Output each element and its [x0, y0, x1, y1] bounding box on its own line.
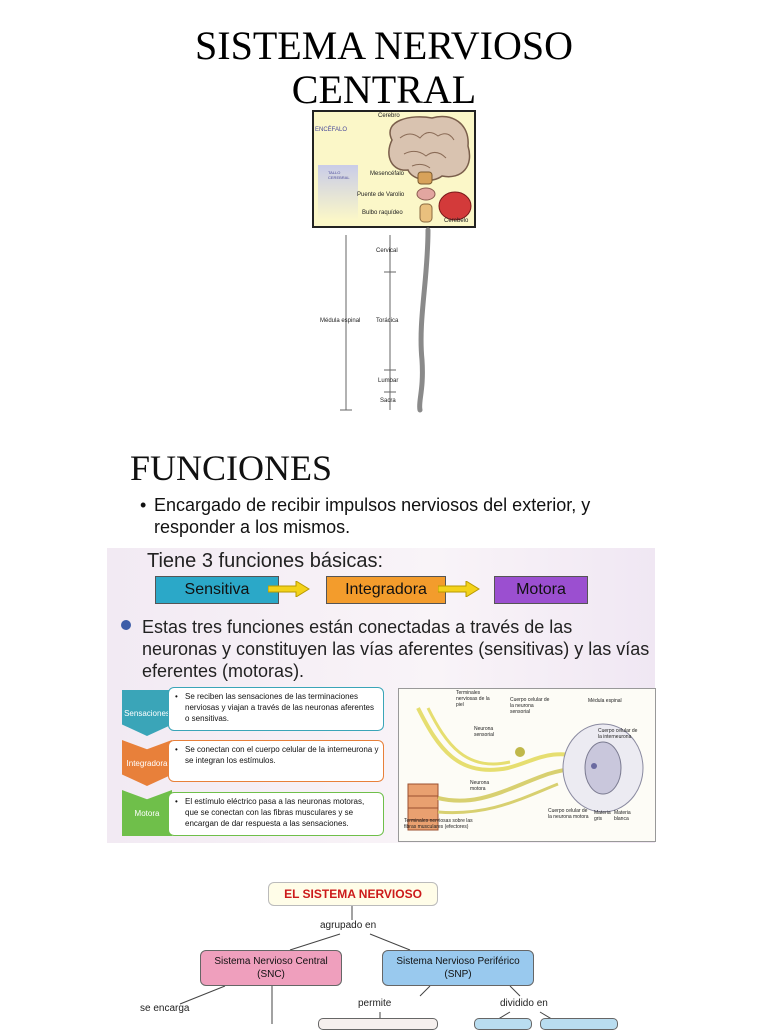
description-text: Se conectan con el cuerpo celular de la … — [185, 745, 379, 765]
snc-abbrev: (SNC) — [257, 969, 285, 980]
arrow-right-icon — [268, 581, 310, 597]
functions-title: FUNCIONES — [130, 448, 333, 488]
function-box-motora: Motora — [494, 576, 588, 604]
chevron-sensaciones: Sensaciones — [122, 690, 172, 736]
connector-label-se-encarga: se encarga — [140, 1003, 190, 1014]
concept-box-partial — [540, 1018, 618, 1030]
label-cuerpo-sensorial: Cuerpo celular de la neurona sensorial — [510, 697, 550, 715]
label-cerebelo: Cerebelo — [444, 218, 469, 224]
concept-box-partial — [474, 1018, 532, 1030]
label-bulbo: Bulbo raquídeo — [362, 210, 403, 216]
label-cerebro: Cerebro — [378, 113, 400, 119]
chevron-label: Motora — [134, 808, 160, 818]
description-text: Se reciben las sensaciones de las termin… — [185, 692, 374, 723]
function-box-integradora: Integradora — [326, 576, 446, 604]
connector-label-agrupado: agrupado en — [320, 920, 377, 931]
bullet-icon — [121, 620, 131, 630]
label-puente: Puente de Varolio — [357, 192, 405, 198]
functions-description: Encargado de recibir impulsos nerviosos … — [154, 495, 591, 537]
concept-box-snc: Sistema Nervioso Central (SNC) — [200, 950, 342, 986]
label-terminales-fibras: Terminales nerviosas sobre las fibras mu… — [404, 818, 473, 830]
label-neurona-motora: Neurona motora — [470, 780, 490, 792]
bullet-icon: • — [175, 745, 178, 754]
snp-abbrev: (SNP) — [444, 969, 472, 980]
label-medula-espinal: Médula espinal — [588, 698, 622, 704]
arrow-right-icon — [438, 581, 480, 597]
label-lumbar: Lumbar — [378, 378, 399, 384]
brainstem-shading — [318, 165, 358, 220]
label-neurona-sensorial: Neurona sensorial — [474, 726, 495, 738]
label-terminales-piel: Terminales nerviosas de la piel — [456, 690, 490, 708]
functions-heading: Tiene 3 funciones básicas: — [147, 550, 384, 572]
snc-name: Sistema Nervioso Central — [214, 956, 328, 967]
description-motora: • El estímulo eléctrico pasa a las neuron… — [168, 792, 384, 836]
chevron-label: Sensaciones — [124, 708, 170, 718]
chevron-motora: Motora — [122, 790, 172, 836]
bullet-icon: • — [140, 495, 147, 515]
function-box-sensitiva: Sensitiva — [155, 576, 279, 604]
label-cuerpo-motora: Cuerpo celular de la neurona motora — [548, 808, 589, 820]
label-toracica: Torácica — [376, 318, 399, 324]
label-materia-gris: Materia gris — [594, 810, 611, 822]
connector-label-permite: permite — [358, 998, 392, 1009]
concept-map-title: EL SISTEMA NERVIOSO — [268, 882, 438, 906]
label-encefalo: ENCÉFALO — [315, 127, 348, 133]
label-cervical: Cervical — [376, 248, 398, 254]
description-sensaciones: • Se reciben las sensaciones de las termi… — [168, 687, 384, 731]
page-title-line-2: CENTRAL — [291, 67, 477, 112]
page-title-line-1: SISTEMA NERVIOSO — [195, 23, 573, 68]
snp-name: Sistema Nervioso Periférico — [396, 956, 520, 967]
label-medula: Médula espinal — [320, 318, 361, 324]
brain-spinal-figure — [340, 115, 472, 413]
label-mesencefalo: Mesencéfalo — [370, 171, 405, 177]
concept-box-partial — [318, 1018, 438, 1030]
label-materia-blanca: Materia blanca — [614, 810, 631, 822]
connector-label-dividido: dividido en — [500, 998, 548, 1009]
neural-pathway-drawing — [407, 707, 644, 831]
bullet-icon: • — [175, 797, 178, 806]
label-cuerpo-interneurona: Cuerpo celular de la interneurona — [598, 728, 638, 740]
functions-connection-text: Estas tres funciones están conectadas a … — [142, 617, 650, 681]
concept-box-snp: Sistema Nervioso Periférico (SNP) — [382, 950, 534, 986]
bullet-icon: • — [175, 692, 178, 701]
label-tallo: TALLO CEREBRAL — [328, 170, 350, 180]
description-integradora: • Se conectan con el cuerpo celular de la… — [168, 740, 384, 782]
label-sacra: Sacra — [380, 398, 396, 404]
chevron-label: Integradora — [126, 758, 168, 768]
description-text: El estímulo eléctrico pasa a las neurona… — [185, 797, 365, 828]
